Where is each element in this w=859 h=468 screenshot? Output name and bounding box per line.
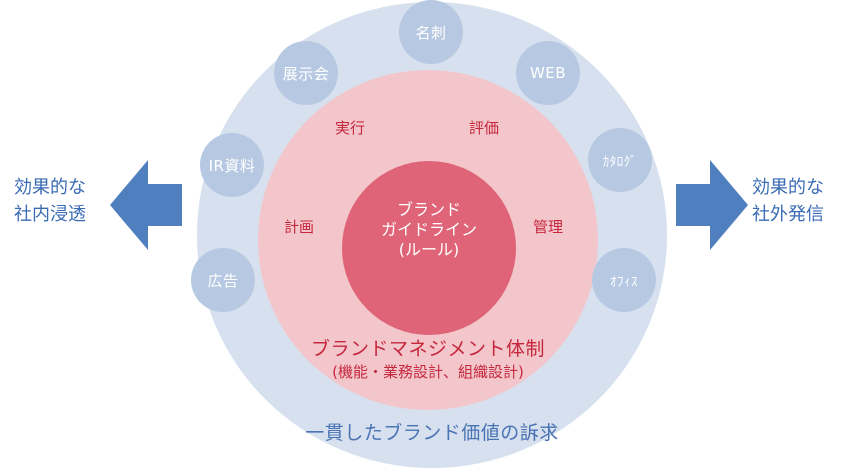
- label-hyoka: 評価: [469, 119, 500, 137]
- right-arrow-icon: [676, 160, 748, 250]
- right-outcome-line-2: 社外発信: [752, 204, 824, 225]
- bubble-meishi-label: 名刺: [415, 23, 447, 42]
- label-keikaku: 計画: [284, 218, 315, 236]
- left-arrow-icon: [110, 160, 182, 250]
- bubble-catalog: ｶﾀﾛｸﾞ: [588, 128, 652, 192]
- bubble-tenjikai-label: 展示会: [282, 64, 330, 83]
- left-outcome-line-1: 効果的な: [14, 177, 86, 198]
- core-line-2: ガイドライン: [380, 220, 477, 239]
- core-line-1: ブランド: [396, 200, 461, 219]
- label-jikko: 実行: [335, 119, 366, 137]
- left-outcome-line-2: 社内浸透: [14, 204, 86, 225]
- bubble-web-label: WEB: [529, 64, 567, 82]
- bubble-ir: IR資料: [200, 133, 264, 197]
- bubble-kokoku-label: 広告: [207, 271, 239, 290]
- right-outcome-line-1: 効果的な: [752, 177, 824, 198]
- bubble-kokoku: 広告: [191, 248, 255, 312]
- bubble-web: WEB: [516, 41, 580, 105]
- core-label: ブランド ガイドライン (ルール): [342, 200, 516, 260]
- system-title: ブランドマネジメント体制: [310, 338, 545, 360]
- bubble-tenjikai: 展示会: [274, 41, 338, 105]
- bubble-office: ｵﾌｨｽ: [592, 248, 656, 312]
- appeal-text: 一貫したブランド価値の訴求: [305, 422, 559, 444]
- system-subtitle: (機能・業務設計、組織設計): [332, 363, 524, 381]
- bubble-meishi: 名刺: [399, 0, 463, 64]
- core-circle: [342, 161, 516, 335]
- left-outcome-text: 効果的な 社内浸透: [14, 174, 86, 228]
- bubble-office-label: ｵﾌｨｽ: [610, 274, 638, 290]
- bubble-catalog-label: ｶﾀﾛｸﾞ: [602, 154, 638, 170]
- right-outcome-text: 効果的な 社外発信: [752, 174, 824, 228]
- core-line-3: (ルール): [398, 240, 460, 259]
- bubble-ir-label: IR資料: [208, 156, 256, 175]
- label-kanri: 管理: [533, 218, 564, 236]
